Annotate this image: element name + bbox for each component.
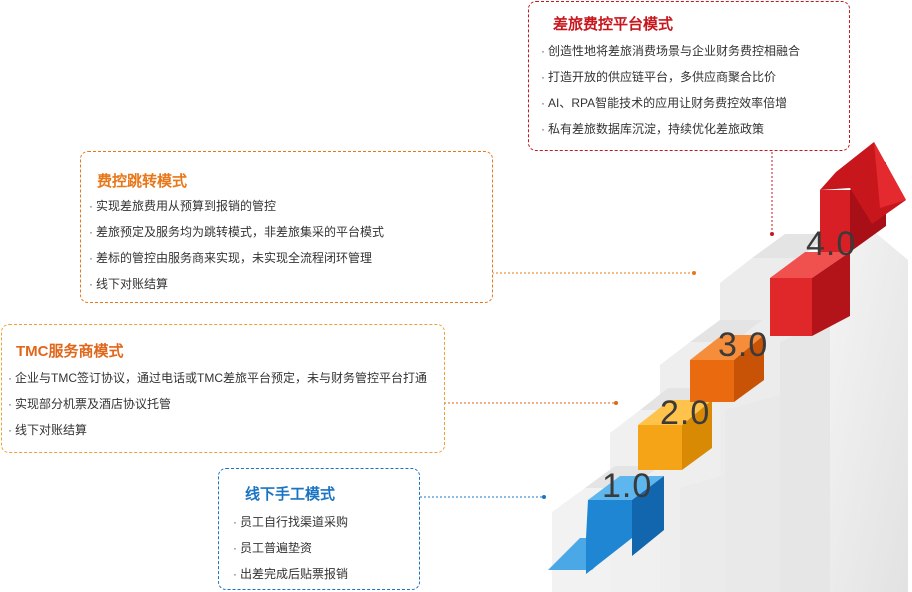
step-level-3 [690,335,764,402]
card-list: 实现差旅费用从预算到报销的管控 差旅预定及服务均为跳转模式，非差旅集采的平台模式… [89,193,384,297]
list-item: 实现差旅费用从预算到报销的管控 [89,193,384,219]
list-item: 差标的管控由服务商来实现，未实现全流程闭环管理 [89,245,384,271]
step-level-2 [638,400,712,470]
list-item: 员工普遍垫资 [233,535,348,561]
card-list: 创造性地将差旅消费场景与企业财务费控相融合 打造开放的供应链平台，多供应商聚合比… [541,38,800,142]
step-number-4: 4.0 [806,225,857,263]
card-title: 线下手工模式 [245,486,336,503]
step-level-1 [548,476,664,574]
list-item: AI、RPA智能技术的应用让财务费控效率倍增 [541,90,800,116]
list-item: 线下对账结算 [89,271,384,297]
card-title: TMC服务商模式 [16,343,124,360]
card-platform-mode: 差旅费控平台模式 创造性地将差旅消费场景与企业财务费控相融合 打造开放的供应链平… [528,1,850,151]
list-item: 打造开放的供应链平台，多供应商聚合比价 [541,64,800,90]
card-title: 差旅费控平台模式 [553,16,674,33]
step-number-2: 2.0 [660,394,711,432]
list-item: 私有差旅数据库沉淀，持续优化差旅政策 [541,116,800,142]
card-title: 费控跳转模式 [97,173,188,190]
step-number-3: 3.0 [718,326,769,364]
arrow-up-icon [820,142,906,224]
card-list: 企业与TMC签订协议，通过电话或TMC差旅平台预定，未与财务管控平台打通 实现部… [8,365,427,443]
card-tmc-mode: TMC服务商模式 企业与TMC签订协议，通过电话或TMC差旅平台预定，未与财务管… [1,324,445,453]
list-item: 企业与TMC签订协议，通过电话或TMC差旅平台预定，未与财务管控平台打通 [8,365,427,391]
list-item: 实现部分机票及酒店协议托管 [8,391,427,417]
list-item: 差旅预定及服务均为跳转模式，非差旅集采的平台模式 [89,219,384,245]
list-item: 线下对账结算 [8,417,427,443]
card-offline-mode: 线下手工模式 员工自行找渠道采购 员工普遍垫资 出差完成后贴票报销 [218,468,420,590]
list-item: 出差完成后贴票报销 [233,561,348,587]
step-number-1: 1.0 [602,467,653,505]
card-expense-redirect-mode: 费控跳转模式 实现差旅费用从预算到报销的管控 差旅预定及服务均为跳转模式，非差旅… [80,151,493,303]
list-item: 员工自行找渠道采购 [233,509,348,535]
card-list: 员工自行找渠道采购 员工普遍垫资 出差完成后贴票报销 [233,509,348,587]
list-item: 创造性地将差旅消费场景与企业财务费控相融合 [541,38,800,64]
